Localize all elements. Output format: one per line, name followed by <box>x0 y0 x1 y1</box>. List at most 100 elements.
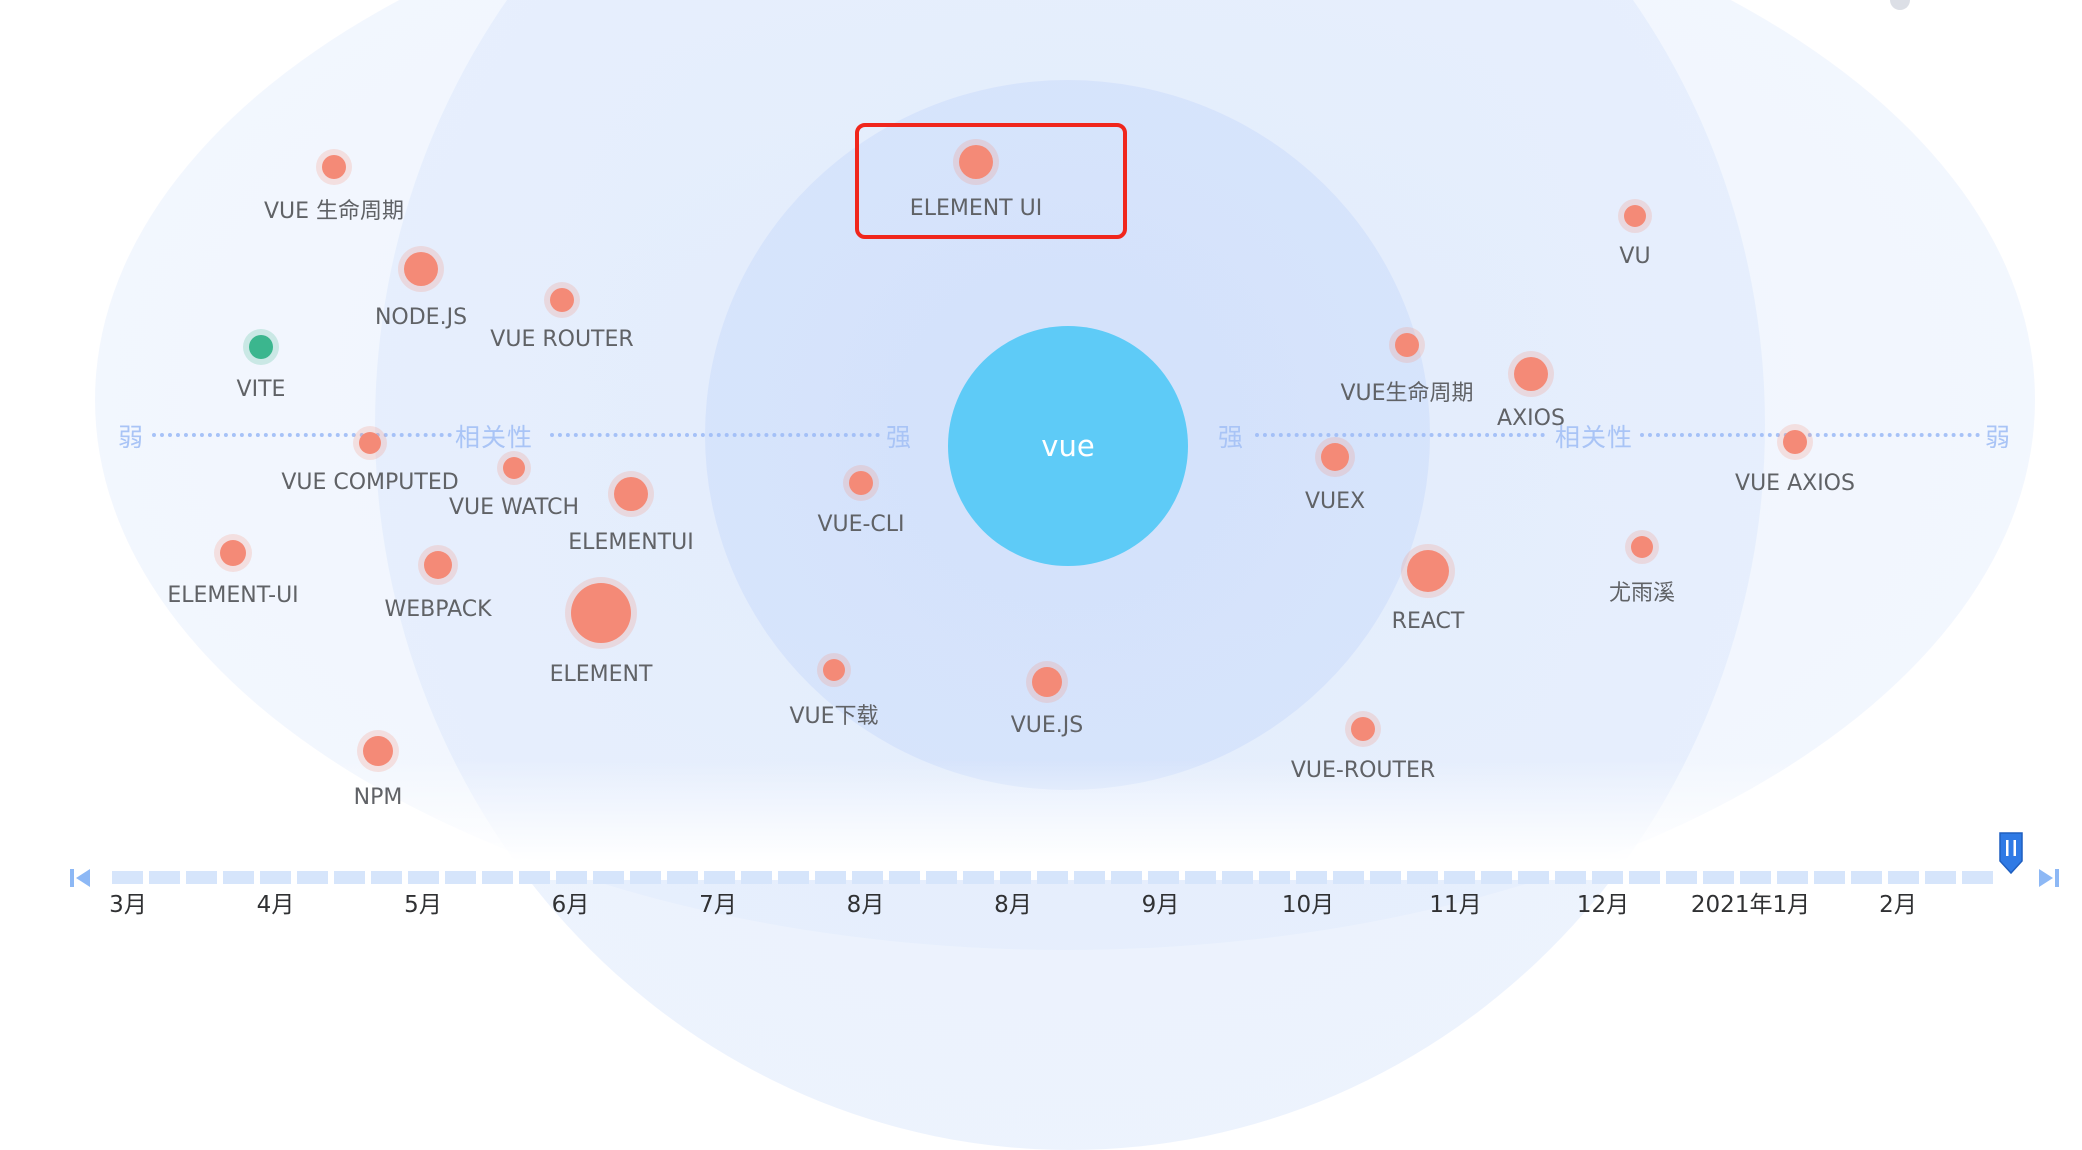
label-vue-download[interactable]: VUE下载 <box>789 704 879 729</box>
label-elementui[interactable]: ELEMENTUI <box>568 530 694 555</box>
label-webpack[interactable]: WEBPACK <box>384 597 492 622</box>
timeline-segment[interactable] <box>1037 871 1068 884</box>
timeline-segment[interactable] <box>1333 871 1364 884</box>
timeline-segment[interactable] <box>593 871 624 884</box>
timeline-prev-icon[interactable] <box>70 867 96 889</box>
timeline-segment[interactable] <box>186 871 217 884</box>
label-vuex[interactable]: VUEX <box>1304 489 1366 514</box>
timeline-segment[interactable] <box>1888 871 1919 884</box>
node-vue-computed[interactable] <box>353 426 387 460</box>
timeline-segment[interactable] <box>1629 871 1660 884</box>
label-vite[interactable]: VITE <box>236 377 286 402</box>
node-npm[interactable] <box>357 730 399 772</box>
timeline-segment[interactable] <box>1296 871 1327 884</box>
timeline-segment[interactable] <box>1962 871 1993 884</box>
timeline-segment[interactable] <box>1592 871 1623 884</box>
timeline-segment[interactable] <box>741 871 772 884</box>
timeline-segment[interactable] <box>1370 871 1401 884</box>
node-element-hyphen-ui[interactable] <box>214 534 252 572</box>
timeline-segment[interactable] <box>1185 871 1216 884</box>
timeline-segment[interactable] <box>1666 871 1697 884</box>
label-npm[interactable]: NPM <box>353 785 403 810</box>
timeline-track[interactable] <box>112 871 1997 885</box>
label-vue-router[interactable]: VUE-ROUTER <box>1290 758 1436 783</box>
node-element-ui[interactable] <box>953 139 999 185</box>
timeline-segment[interactable] <box>445 871 476 884</box>
node-vue-lifecycle[interactable] <box>1389 327 1425 363</box>
timeline-segment[interactable] <box>1740 871 1771 884</box>
timeline-segment[interactable] <box>1407 871 1438 884</box>
timeline-segment[interactable] <box>297 871 328 884</box>
node-vue-download[interactable] <box>817 653 851 687</box>
node-element[interactable] <box>565 577 637 649</box>
node-vue-axios[interactable] <box>1777 424 1813 460</box>
label-element-hyphen-ui[interactable]: ELEMENT-UI <box>167 583 299 608</box>
timeline-segment[interactable] <box>704 871 735 884</box>
timeline-segment[interactable] <box>889 871 920 884</box>
node-vue-router-spaced[interactable] <box>544 282 580 318</box>
timeline-segment[interactable] <box>1555 871 1586 884</box>
label-vuejs[interactable]: VUE.JS <box>1010 713 1084 738</box>
node-axios[interactable] <box>1508 351 1554 397</box>
timeline-segment[interactable] <box>1074 871 1105 884</box>
node-webpack[interactable] <box>418 545 458 585</box>
timeline-segment[interactable] <box>223 871 254 884</box>
node-vu[interactable] <box>1618 199 1652 233</box>
timeline-segment[interactable] <box>371 871 402 884</box>
timeline-segment[interactable] <box>149 871 180 884</box>
node-nodejs[interactable] <box>398 246 444 292</box>
node-vuex[interactable] <box>1315 437 1355 477</box>
timeline-segment[interactable] <box>482 871 513 884</box>
label-vue-axios[interactable]: VUE AXIOS <box>1735 471 1855 496</box>
timeline-segment[interactable] <box>556 871 587 884</box>
label-vu[interactable]: VU <box>1619 244 1651 269</box>
node-you-yuxi[interactable] <box>1625 530 1659 564</box>
timeline-segment[interactable] <box>1925 871 1956 884</box>
label-vue-watch[interactable]: VUE WATCH <box>449 495 579 520</box>
label-react[interactable]: REACT <box>1391 609 1465 634</box>
label-you-yuxi[interactable]: 尤雨溪 <box>1608 581 1676 606</box>
label-nodejs[interactable]: NODE.JS <box>374 305 468 330</box>
timeline-segment[interactable] <box>852 871 883 884</box>
timeline-next-icon[interactable] <box>2035 867 2061 889</box>
timeline-segment[interactable] <box>1481 871 1512 884</box>
timeline-segment[interactable] <box>112 871 143 884</box>
node-vue-cli[interactable] <box>843 465 879 501</box>
label-vue-computed[interactable]: VUE COMPUTED <box>281 470 459 495</box>
timeline-segment[interactable] <box>963 871 994 884</box>
timeline-handle-icon[interactable] <box>1997 831 2025 875</box>
center-keyword-node[interactable]: vue <box>948 326 1188 566</box>
label-axios[interactable]: AXIOS <box>1497 406 1565 431</box>
timeline-segment[interactable] <box>667 871 698 884</box>
label-vue-router-spaced[interactable]: VUE ROUTER <box>490 327 634 352</box>
timeline-segment[interactable] <box>778 871 809 884</box>
node-vite[interactable] <box>243 329 279 365</box>
node-vue-watch[interactable] <box>497 451 531 485</box>
node-vue-router[interactable] <box>1345 711 1381 747</box>
timeline-segment[interactable] <box>1518 871 1549 884</box>
timeline-segment[interactable] <box>926 871 957 884</box>
node-elementui[interactable] <box>608 471 654 517</box>
timeline-segment[interactable] <box>519 871 550 884</box>
timeline-segment[interactable] <box>1148 871 1179 884</box>
timeline-segment[interactable] <box>1814 871 1845 884</box>
timeline-segment[interactable] <box>1851 871 1882 884</box>
node-vue-lifecycle-spaced[interactable] <box>316 149 352 185</box>
timeline-segment[interactable] <box>260 871 291 884</box>
label-element[interactable]: ELEMENT <box>549 662 653 687</box>
timeline-segment[interactable] <box>1444 871 1475 884</box>
timeline-segment[interactable] <box>1703 871 1734 884</box>
timeline-segment[interactable] <box>334 871 365 884</box>
timeline-segment[interactable] <box>1111 871 1142 884</box>
node-vuejs[interactable] <box>1026 661 1068 703</box>
timeline-segment[interactable] <box>630 871 661 884</box>
node-react[interactable] <box>1401 544 1455 598</box>
timeline-segment[interactable] <box>1259 871 1290 884</box>
timeline-segment[interactable] <box>1222 871 1253 884</box>
timeline-segment[interactable] <box>815 871 846 884</box>
label-vue-lifecycle-spaced[interactable]: VUE 生命周期 <box>263 199 405 224</box>
label-vue-lifecycle[interactable]: VUE生命周期 <box>1340 381 1474 406</box>
label-vue-cli[interactable]: VUE-CLI <box>817 512 905 537</box>
timeline-segment[interactable] <box>408 871 439 884</box>
timeline-segment[interactable] <box>1777 871 1808 884</box>
